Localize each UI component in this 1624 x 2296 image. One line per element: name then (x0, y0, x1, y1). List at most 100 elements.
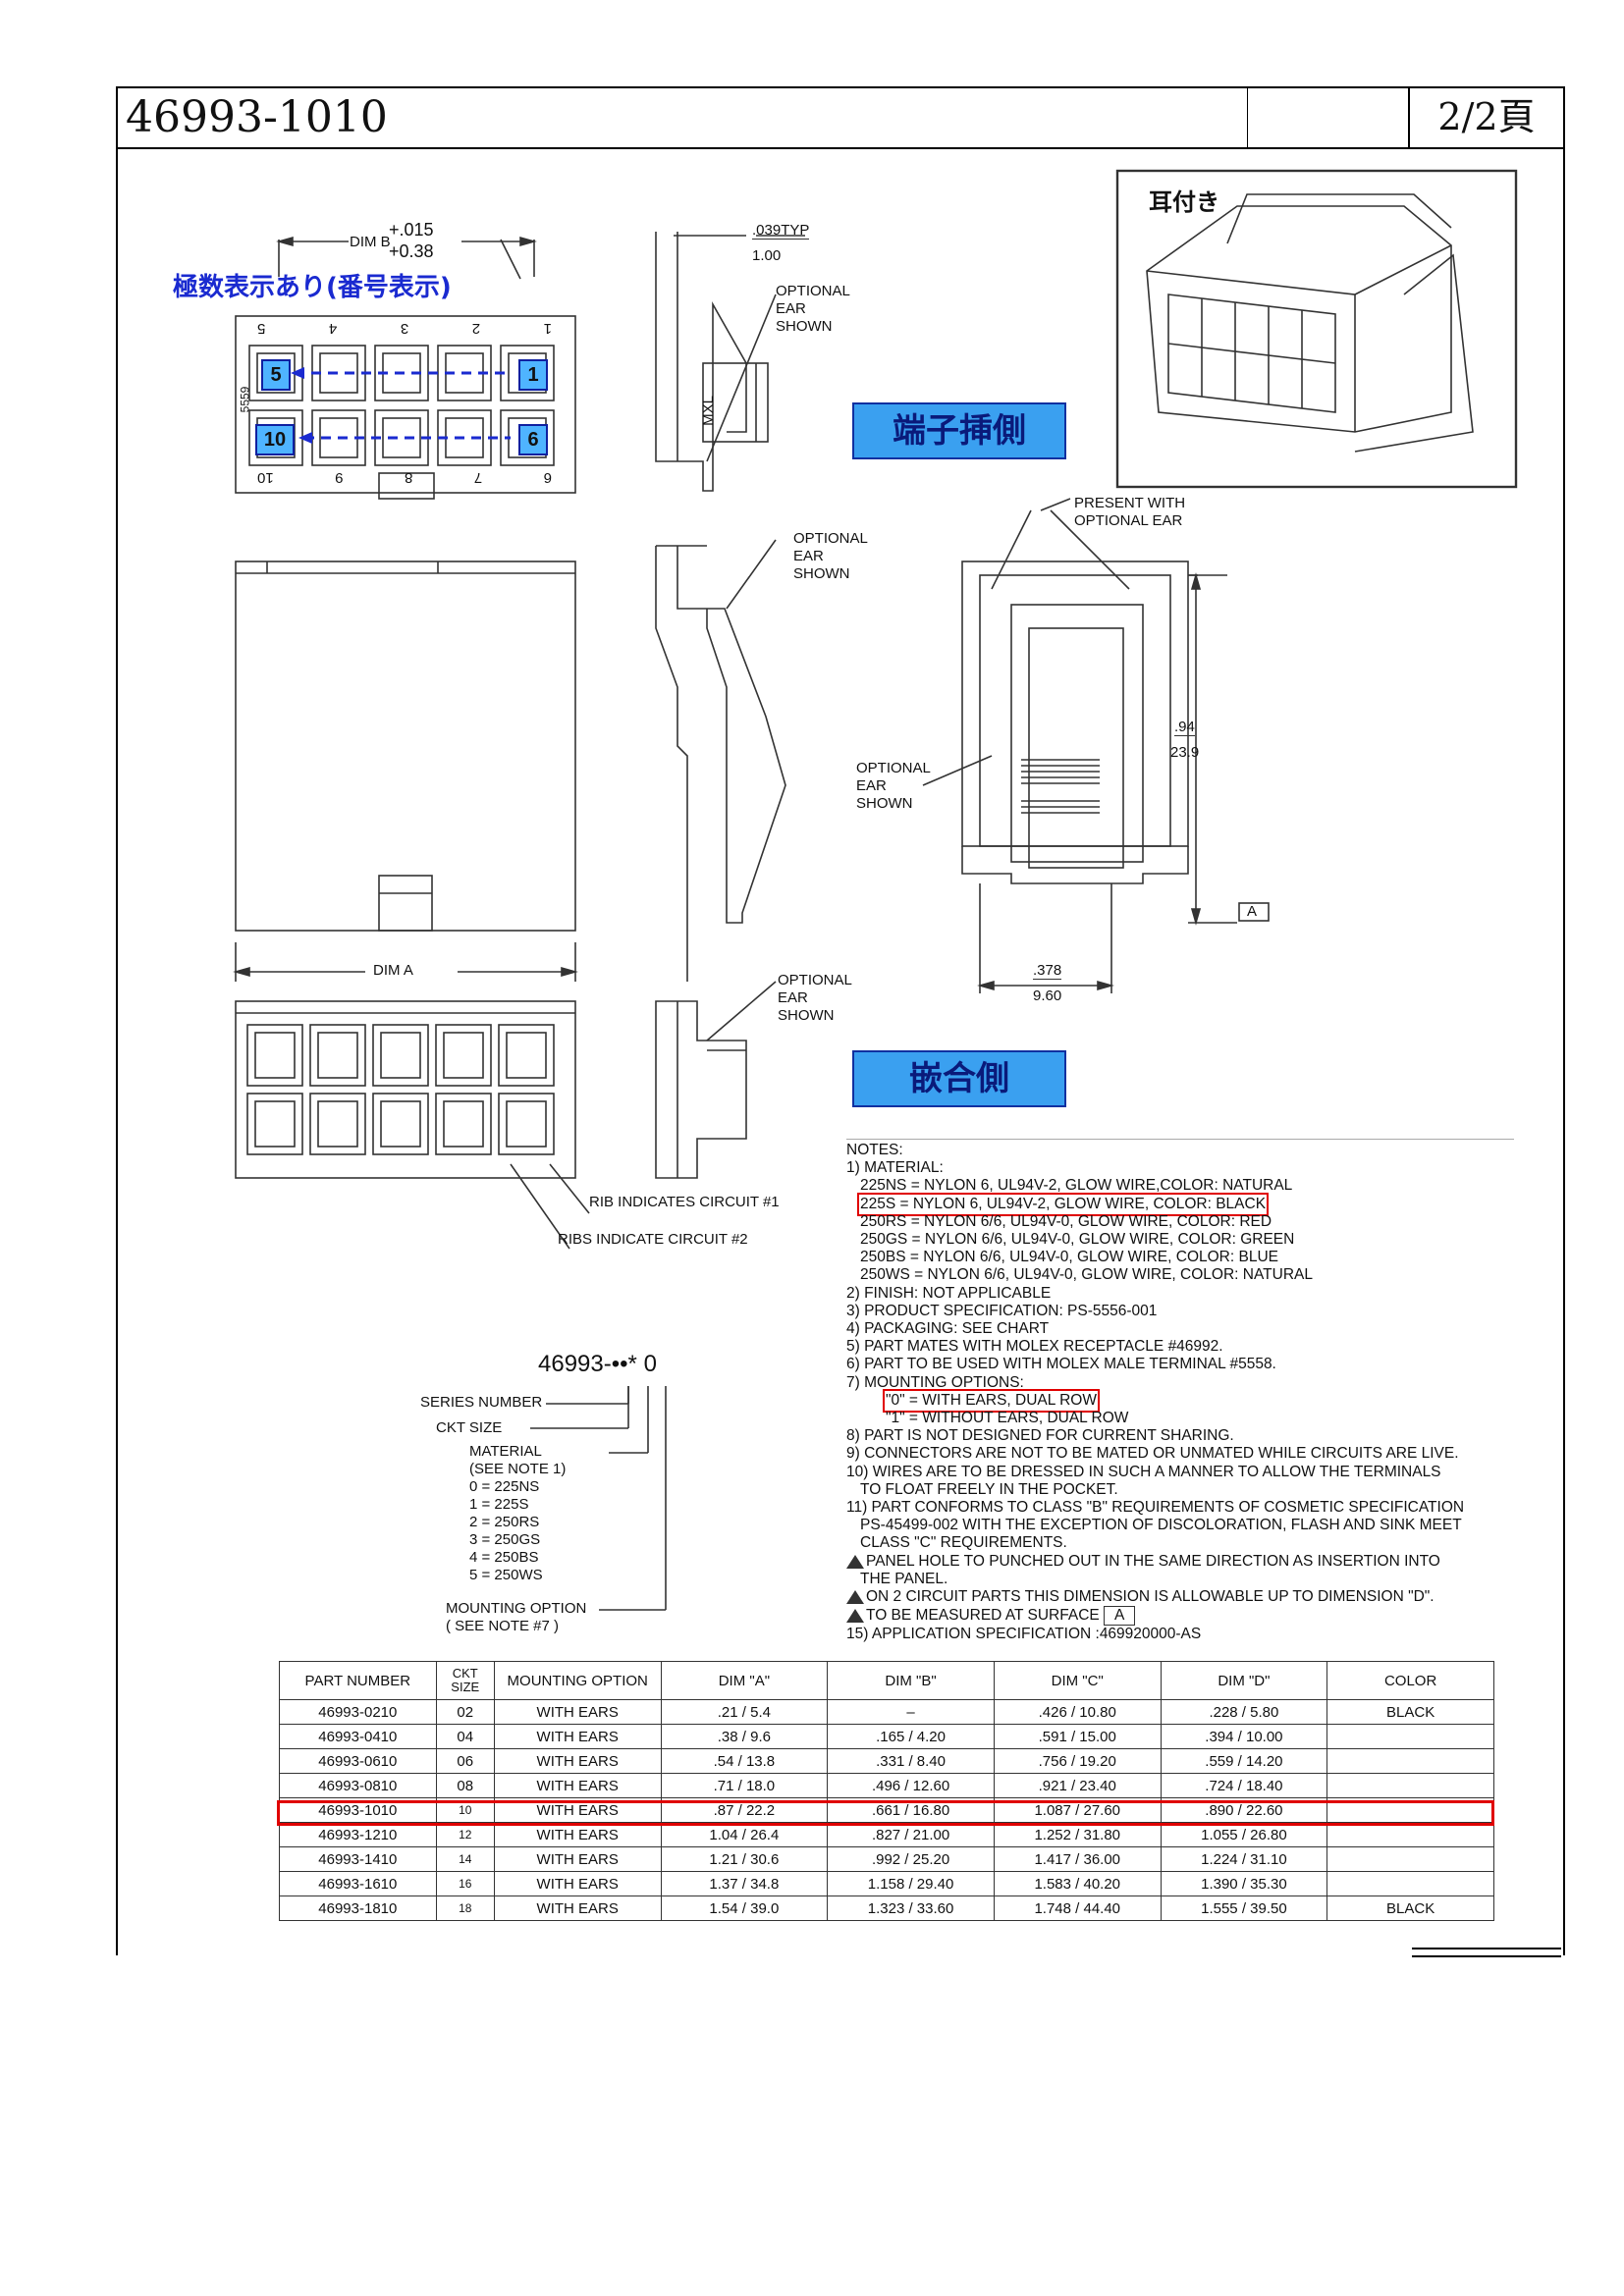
pin-number: 2 (471, 320, 481, 337)
table-cell: .559 / 14.20 (1160, 1748, 1328, 1774)
terminal-side-badge: 端子挿側 (852, 402, 1066, 459)
note-line: 15) APPLICATION SPECIFICATION :469920000… (846, 1626, 1202, 1643)
col-header: COLOR (1326, 1661, 1494, 1700)
pin-number: 7 (473, 469, 483, 486)
datum-a-box: A (1104, 1606, 1136, 1627)
notes-title: NOTES: (846, 1142, 903, 1158)
table-cell: 1.54 / 39.0 (660, 1896, 829, 1921)
table-cell: 08 (435, 1773, 495, 1798)
rib-circuit-1: RIB INDICATES CIRCUIT #1 (589, 1194, 780, 1210)
table-cell: 1.417 / 36.00 (993, 1846, 1162, 1872)
terminal-cavity (372, 1093, 429, 1155)
note-line: 250WS = NYLON 6/6, UL94V-0, GLOW WIRE, C… (860, 1266, 1313, 1284)
table-cell: .992 / 25.20 (827, 1846, 995, 1872)
table-cell: 46993-0210 (279, 1699, 437, 1725)
table-cell (1326, 1748, 1494, 1774)
delta-13-icon (846, 1589, 864, 1604)
pin-callout-6: 6 (518, 424, 548, 455)
mxl-mark: MXL (699, 396, 717, 426)
terminal-cavity (498, 1024, 555, 1087)
table-cell: .827 / 21.00 (827, 1822, 995, 1847)
note-line: 250RS = NYLON 6/6, UL94V-0, GLOW WIRE, C… (860, 1212, 1272, 1230)
note-line: ON 2 CIRCUIT PARTS THIS DIMENSION IS ALL… (866, 1588, 1435, 1606)
terminal-cavity (246, 1093, 303, 1155)
note-line: CLASS "C" REQUIREMENTS. (860, 1534, 1067, 1552)
table-cell: 46993-1610 (279, 1871, 437, 1896)
note-line: 250GS = NYLON 6/6, UL94V-0, GLOW WIRE, C… (860, 1231, 1295, 1249)
material-code: 0 = 225NS (469, 1478, 540, 1495)
selected-row-highlight (277, 1800, 1494, 1826)
terminal-cavity (435, 1024, 492, 1087)
note-line: PS-45499-002 WITH THE EXCEPTION OF DISCO… (860, 1517, 1462, 1534)
terminal-cavity-inner (380, 1032, 421, 1079)
table-cell: WITH EARS (493, 1748, 662, 1774)
pn-key-prefix: 46993- (538, 1351, 612, 1377)
drawing-frame (116, 86, 1565, 1955)
pin-callout-1: 1 (518, 359, 548, 391)
table-cell: .331 / 8.40 (827, 1748, 995, 1774)
table-cell: BLACK (1326, 1699, 1494, 1725)
col-header: DIM "A" (660, 1661, 829, 1700)
table-cell: WITH EARS (493, 1846, 662, 1872)
table-cell: 18 (435, 1896, 495, 1921)
pn-key-suffix: 0 (643, 1351, 657, 1377)
table-cell: 1.252 / 31.80 (993, 1822, 1162, 1847)
terminal-cavity (500, 409, 555, 466)
pn-key-ckt: CKT SIZE (436, 1419, 503, 1436)
note-line: PANEL HOLE TO PUNCHED OUT IN THE SAME DI… (866, 1552, 1440, 1570)
table-cell: .394 / 10.00 (1160, 1724, 1328, 1749)
material-code: 4 = 250BS (469, 1549, 539, 1566)
note-line: 5) PART MATES WITH MOLEX RECEPTACLE #469… (846, 1338, 1223, 1356)
material-code: 2 = 250RS (469, 1514, 540, 1530)
terminal-cavity-inner (317, 1032, 358, 1079)
note-line: 11) PART CONFORMS TO CLASS "B" REQUIREME… (846, 1499, 1465, 1517)
table-cell: 46993-0410 (279, 1724, 437, 1749)
table-cell: 04 (435, 1724, 495, 1749)
note-line-highlighted: "0" = WITH EARS, DUAL ROW (883, 1388, 1100, 1414)
table-cell: 1.21 / 30.6 (660, 1846, 829, 1872)
table-cell: 16 (435, 1871, 495, 1896)
table-cell (1326, 1846, 1494, 1872)
table-cell: 1.583 / 40.20 (993, 1871, 1162, 1896)
pin-number: 3 (400, 320, 409, 337)
note-line: "1" = WITHOUT EARS, DUAL ROW (886, 1410, 1129, 1427)
present-with-ear-note: PRESENT WITH OPTIONAL EAR (1074, 495, 1186, 529)
table-cell: .38 / 9.6 (660, 1724, 829, 1749)
pin-number: 5 (257, 320, 266, 337)
dim-b-tol-top: +.015 (389, 220, 434, 240)
note-line: 7) MOUNTING OPTIONS: (846, 1373, 1024, 1391)
side-number: 5559 (238, 386, 252, 413)
table-cell (1326, 1724, 1494, 1749)
note-line: 2) FINISH: NOT APPLICABLE (846, 1284, 1052, 1302)
note-line: 1) MATERIAL: (846, 1159, 944, 1177)
material-code: 1 = 225S (469, 1496, 529, 1513)
table-cell: .21 / 5.4 (660, 1699, 829, 1725)
rib-circuit-2: RIBS INDICATE CIRCUIT #2 (558, 1231, 748, 1248)
terminal-cavity-inner (254, 1100, 296, 1148)
table-cell: 02 (435, 1699, 495, 1725)
title-block: 46993-1010 2/2頁 (116, 86, 1563, 149)
optional-ear-note-3: OPTIONAL EAR SHOWN (856, 760, 931, 812)
title-empty-cell (1247, 86, 1407, 147)
col-header: MOUNTING OPTION (493, 1661, 662, 1700)
note-line: 3) PRODUCT SPECIFICATION: PS-5556-001 (846, 1302, 1158, 1319)
col-header: DIM "C" (993, 1661, 1162, 1700)
table-cell: 46993-1810 (279, 1896, 437, 1921)
note-line: 6) PART TO BE USED WITH MOLEX MALE TERMI… (846, 1356, 1276, 1373)
notes-block: NOTES: 1) MATERIAL: 225NS = NYLON 6, UL9… (846, 1139, 1534, 1644)
table-cell: WITH EARS (493, 1699, 662, 1725)
page-number: 2/2頁 (1408, 86, 1563, 147)
pin-callout-10: 10 (255, 424, 295, 455)
col-header: PART NUMBER (279, 1661, 437, 1700)
terminal-cavity (435, 1093, 492, 1155)
table-cell (1326, 1822, 1494, 1847)
terminal-cavity-inner (443, 1032, 484, 1079)
pn-key-mounting: MOUNTING OPTION ( SEE NOTE #7 ) (446, 1600, 586, 1635)
table-cell: .756 / 19.20 (993, 1748, 1162, 1774)
notes-rule (846, 1139, 1514, 1140)
pin-number: 6 (543, 469, 552, 486)
table-cell: BLACK (1326, 1896, 1494, 1921)
